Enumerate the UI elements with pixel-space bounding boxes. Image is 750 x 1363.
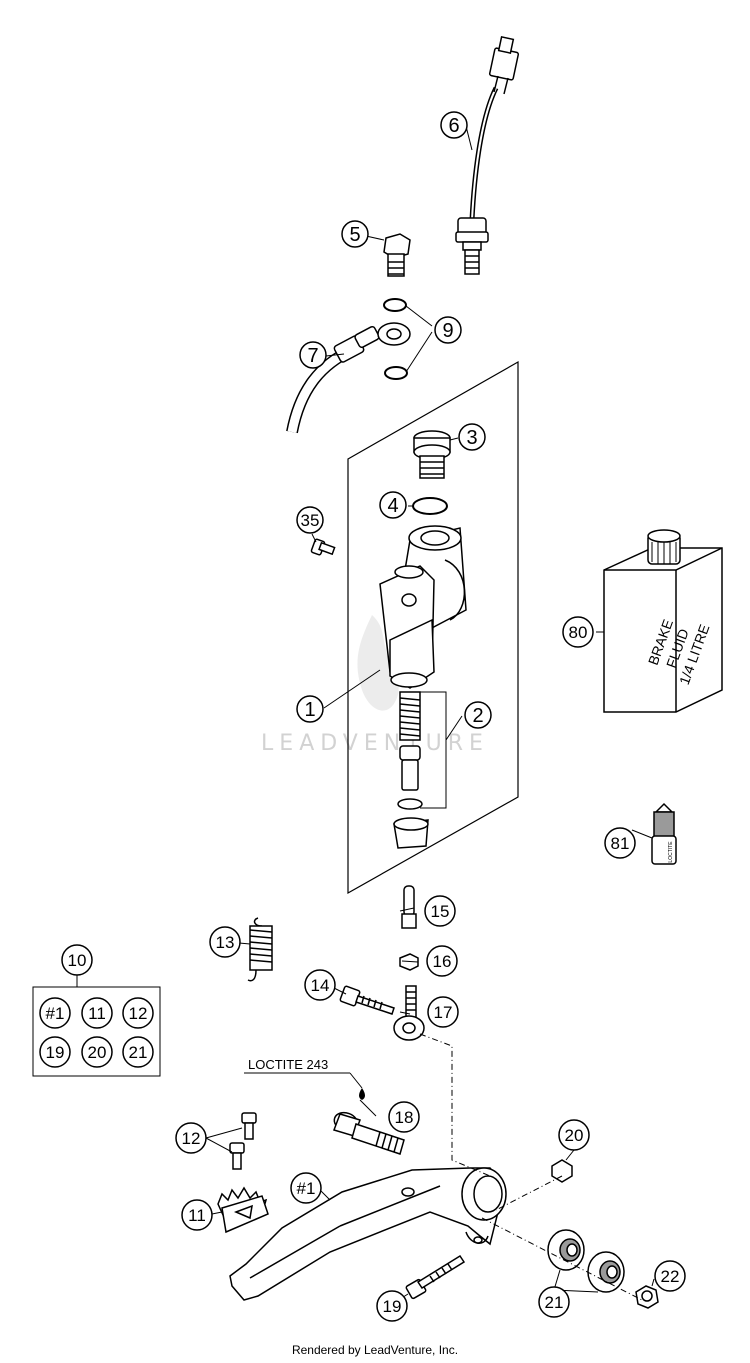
callout-1-label: 1: [304, 699, 315, 721]
return-spring-part: [247, 917, 273, 982]
nut-16-part: [399, 953, 419, 971]
callout-1: 1: [296, 695, 324, 723]
callout-21-label: 21: [545, 1293, 564, 1312]
callout-11-label: 11: [188, 1206, 206, 1225]
callout-14-label: 14: [311, 976, 330, 995]
brake-light-switch-part: [455, 36, 520, 275]
callout-10-label: 10: [68, 951, 87, 970]
callout-3: 3: [458, 423, 486, 451]
kit-item-label: #1: [46, 1004, 65, 1023]
callout-17: 17: [427, 996, 459, 1028]
callout-4-label: 4: [387, 495, 398, 517]
nut-22-part: [635, 1285, 659, 1309]
callout-20: 20: [558, 1119, 590, 1151]
kit-item-label: 19: [46, 1043, 65, 1062]
watermark: LEADVENTURE: [261, 615, 489, 756]
callout-11: 11: [181, 1199, 213, 1231]
callout-13: 13: [209, 926, 241, 958]
kit-item: 12: [122, 997, 154, 1029]
brake-pedal-step-part: [217, 1186, 269, 1234]
callout-35: 35: [296, 506, 324, 534]
loctite-tube-label: LOCTITE: [668, 841, 674, 863]
brake-fluid-bottle-part: BRAKE FLUID 1/4 LITRE: [603, 529, 723, 713]
callout-35-label: 35: [301, 511, 320, 530]
screw-35-part: [310, 538, 336, 556]
callout-7-label: 7: [307, 345, 318, 367]
callout-16-label: 16: [433, 952, 452, 971]
callout-18-label: 18: [395, 1108, 414, 1127]
push-rod-part: [401, 885, 417, 929]
callout-2-label: 2: [472, 705, 483, 727]
clevis-part: [393, 985, 425, 1041]
callout-13-label: 13: [216, 933, 235, 952]
callout-5-label: 5: [349, 224, 360, 246]
master-cylinder-group-outline: [347, 360, 519, 895]
callout-10: 10: [61, 944, 93, 976]
pivot-bolt-part: [333, 1111, 405, 1155]
callout-7: 7: [299, 341, 327, 369]
callout-81: 81: [604, 827, 636, 859]
brake-line-part: [286, 322, 411, 434]
callout-9-label: 9: [442, 320, 453, 342]
callout-22-label: 22: [661, 1267, 680, 1286]
callout-hash1-label: #1: [297, 1179, 316, 1198]
brake-pedal-part: [229, 1167, 507, 1301]
nut-20-part: [551, 1159, 573, 1183]
piston-kit-part: [393, 691, 447, 849]
kit-item-label: 11: [88, 1004, 106, 1023]
reservoir-fitting-part: [413, 430, 451, 479]
callout-19: 19: [376, 1290, 408, 1322]
kit-item: 19: [39, 1036, 71, 1068]
callout-6: 6: [440, 111, 468, 139]
kit-item: 21: [122, 1036, 154, 1068]
callout-12: 12: [175, 1122, 207, 1154]
callout-22: 22: [654, 1260, 686, 1292]
callout-19-label: 19: [383, 1297, 402, 1316]
callout-21: 21: [538, 1286, 570, 1318]
callout-81-label: 81: [611, 834, 630, 853]
sealing-washers-part: [383, 298, 408, 380]
callout-15: 15: [424, 895, 456, 927]
bearings-part: [547, 1229, 625, 1293]
callout-hash1: #1: [290, 1172, 322, 1204]
assembly-center-lines: [419, 1033, 643, 1301]
callout-6-label: 6: [448, 115, 459, 137]
callout-12-label: 12: [182, 1129, 201, 1148]
callout-80-label: 80: [569, 623, 588, 642]
kit-item-label: 21: [129, 1043, 148, 1062]
loctite-243-annotation: LOCTITE 243: [244, 1057, 365, 1100]
kit-item-label: 12: [129, 1004, 148, 1023]
callout-9: 9: [434, 316, 462, 344]
callout-3-label: 3: [466, 427, 477, 449]
callout-16: 16: [426, 945, 458, 977]
kit-item: 11: [81, 997, 113, 1029]
kit-item-label: 20: [88, 1043, 107, 1062]
footer-credit: Rendered by LeadVenture, Inc.: [291, 1343, 459, 1357]
o-ring-part: [412, 497, 448, 515]
loctite-243-label: LOCTITE 243: [248, 1057, 328, 1072]
callouts: 6 5 9 7 3 4 35 1 2 80 81 15 16 17 14 13 …: [61, 111, 686, 1322]
callout-2: 2: [464, 701, 492, 729]
banjo-bolt-part: [383, 233, 411, 277]
callout-80: 80: [562, 616, 594, 648]
loctite-tube-part: LOCTITE: [651, 802, 677, 865]
callout-18: 18: [388, 1101, 420, 1133]
callout-20-label: 20: [565, 1126, 584, 1145]
watermark-text: LEADVENTURE: [261, 731, 489, 756]
callout-15-label: 15: [431, 902, 450, 921]
callout-17-label: 17: [434, 1003, 453, 1022]
callout-14: 14: [304, 969, 336, 1001]
kit-item: #1: [39, 997, 71, 1029]
kit-item: 20: [81, 1036, 113, 1068]
master-cylinder-body-part: [379, 525, 467, 689]
kit-box-items: #1 11 12 19 20 21: [39, 997, 154, 1068]
screws-12-part: [229, 1112, 257, 1170]
bolt-19-part: [405, 1254, 466, 1300]
callout-4: 4: [379, 491, 407, 519]
bolt-14-part: [339, 985, 395, 1015]
callout-5: 5: [341, 220, 369, 248]
